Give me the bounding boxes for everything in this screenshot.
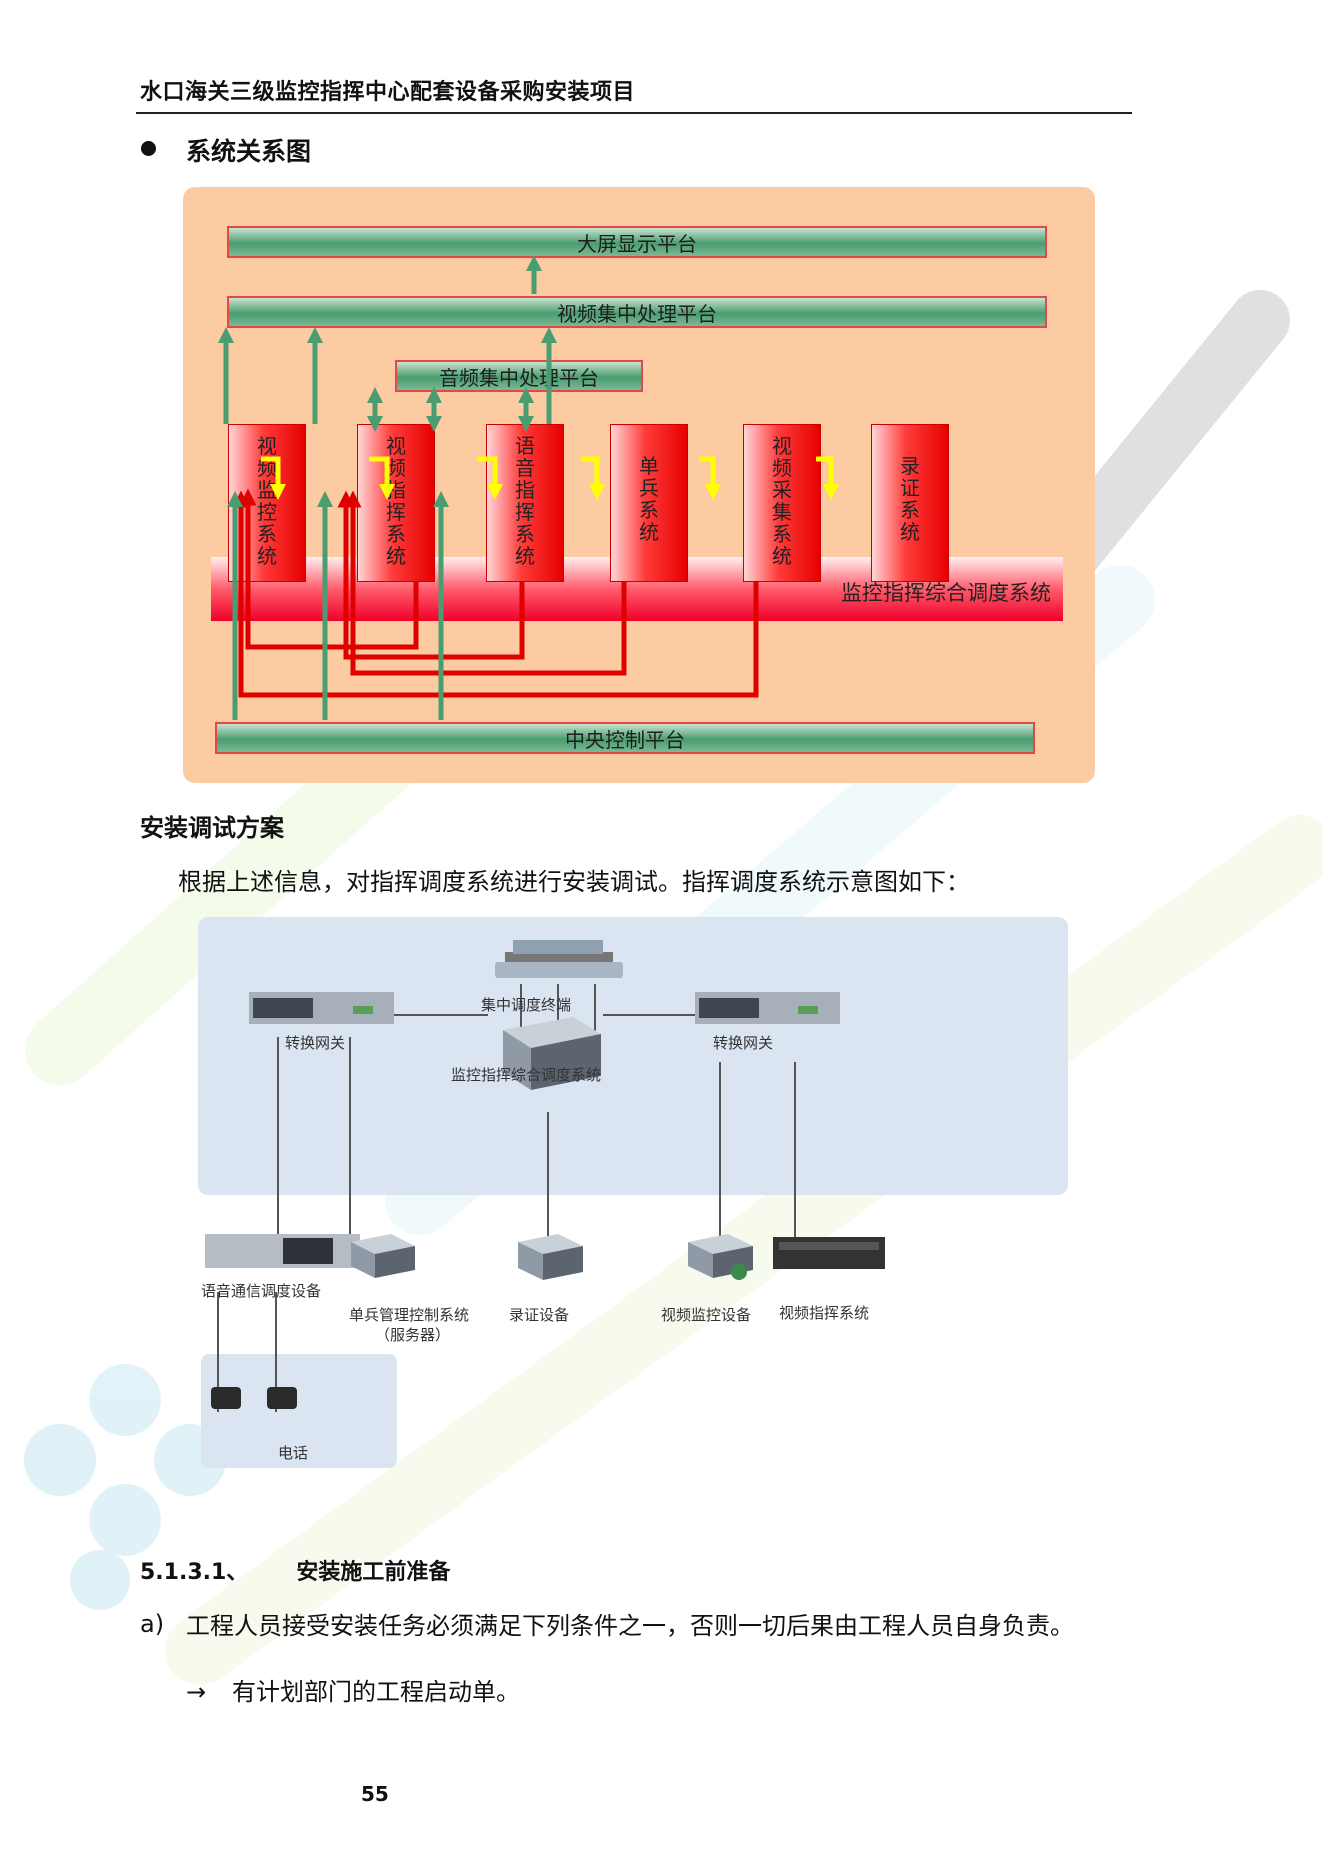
red-feedback-lines <box>232 488 759 698</box>
header-rule <box>136 112 1132 114</box>
evidence-device-label: 录证设备 <box>509 1306 570 1324</box>
video-monitor-device-icon <box>688 1234 753 1280</box>
bullet-icon <box>141 141 156 156</box>
gateway-left-icon <box>249 992 394 1024</box>
list-item-a-label: a) <box>140 1610 165 1638</box>
dispatch-terminal-icon <box>495 940 623 978</box>
evidence-device-icon <box>518 1234 583 1280</box>
list-item-a-text: 工程人员接受安装任务必须满足下列条件之一，否则一切后果由工程人员自身负责。 <box>186 1612 1074 1640</box>
dispatch-terminal-label: 集中调度终端 <box>481 996 572 1014</box>
intro-paragraph: 根据上述信息，对指挥调度系统进行安装调试。指挥调度系统示意图如下： <box>178 868 970 896</box>
diagram2-devices <box>205 940 885 1412</box>
soldier-server-sublabel: （服务器） <box>375 1326 451 1344</box>
gateway-right-label: 转换网关 <box>713 1034 774 1052</box>
section-heading-installation: 安装调试方案 <box>140 814 284 842</box>
page-number: 55 <box>361 1782 389 1806</box>
phone-label: 电话 <box>278 1444 309 1462</box>
arrow-bullet-icon: → <box>186 1678 207 1706</box>
phone-icon <box>211 1387 297 1409</box>
voice-device-label: 语音通信调度设备 <box>201 1282 322 1300</box>
voice-device-icon <box>205 1234 360 1268</box>
heading-title: 安装施工前准备 <box>296 1560 451 1585</box>
video-command-system-icon <box>773 1237 885 1269</box>
yellow-arrows <box>261 456 840 501</box>
gateway-left-label: 转换网关 <box>285 1034 346 1052</box>
gateway-right-icon <box>695 992 840 1024</box>
arrow-item-text: 有计划部门的工程启动单。 <box>232 1678 520 1706</box>
soldier-server-icon <box>351 1234 415 1278</box>
heading-number: 5.1.3.1、 <box>140 1560 249 1585</box>
section-heading-system-diagram: 系统关系图 <box>186 137 312 166</box>
core-system-label: 监控指挥综合调度系统 <box>451 1066 602 1084</box>
big-screen-platform-bar: 大屏显示平台 <box>227 226 1047 258</box>
diagram1-connectors <box>217 254 840 720</box>
header-title: 水口海关三级监控指挥中心配套设备采购安装项目 <box>140 80 636 105</box>
dispatch-system-schematic: 集中调度终端 转换网关 转换网关 监控指挥综合调度系统 语音通信调度设备 单兵管… <box>183 912 1095 1472</box>
video-monitor-label: 视频监控设备 <box>661 1306 752 1324</box>
soldier-server-label: 单兵管理控制系统 <box>349 1306 470 1324</box>
video-command-label: 视频指挥系统 <box>779 1304 870 1322</box>
numbered-heading: 5.1.3.1、 安装施工前准备 <box>140 1554 450 1586</box>
system-relationship-diagram: 大屏显示平台 视频集中处理平台 音频集中处理平台 监控指挥综合调度系统 视频监控… <box>183 187 1095 783</box>
